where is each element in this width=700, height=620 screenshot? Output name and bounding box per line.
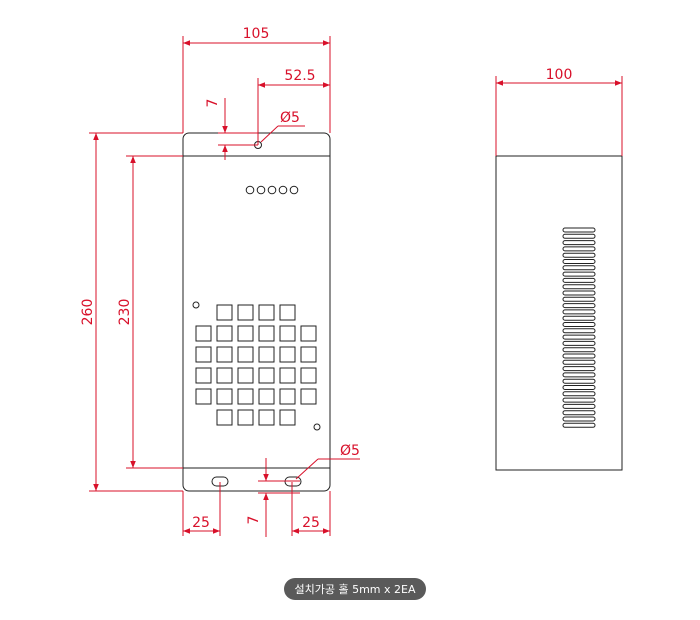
vent-square xyxy=(195,388,212,405)
vent-square xyxy=(216,367,233,384)
side-vent-slot xyxy=(562,372,596,378)
side-vent-slot xyxy=(562,359,596,365)
vent-square xyxy=(300,325,317,342)
vent-square xyxy=(258,388,275,405)
vent-square xyxy=(279,388,296,405)
installation-hole-caption: 설치가공 홀 5mm x 2EA xyxy=(284,578,426,600)
front-view xyxy=(182,132,331,492)
side-vent-slot xyxy=(562,416,596,422)
vent-square xyxy=(237,409,254,426)
dim-bottom-left-offset: 25 xyxy=(192,515,210,531)
side-vent-slot xyxy=(562,347,596,353)
vent-square xyxy=(216,388,233,405)
dim-half-width: 52.5 xyxy=(284,68,315,84)
side-vent-slot xyxy=(562,240,596,246)
side-vent-slot xyxy=(562,290,596,296)
side-ventilation-slots xyxy=(562,227,596,428)
vent-square xyxy=(258,346,275,363)
side-vent-slot xyxy=(562,334,596,340)
side-vent-slot xyxy=(562,385,596,390)
side-vent-slot xyxy=(562,391,596,397)
vent-square xyxy=(258,367,275,384)
side-vent-slot xyxy=(562,328,596,334)
vent-square xyxy=(237,346,254,363)
vent-square xyxy=(279,325,296,342)
grid-locator-hole-bottom xyxy=(313,423,321,431)
vent-square xyxy=(195,325,212,342)
dim-side-depth: 100 xyxy=(546,67,573,83)
side-vent-slot xyxy=(562,378,596,384)
side-vent-slot xyxy=(562,246,596,252)
side-vent-slot xyxy=(562,340,596,346)
vent-square xyxy=(216,304,233,321)
vent-square xyxy=(279,409,296,426)
side-vent-slot xyxy=(562,296,596,302)
vent-square xyxy=(300,346,317,363)
indicator-holes xyxy=(245,185,299,195)
grid-locator-hole-top xyxy=(192,301,200,309)
side-vent-slot xyxy=(562,397,596,403)
vent-square xyxy=(237,304,254,321)
vent-square xyxy=(279,304,296,321)
side-vent-slot xyxy=(562,422,596,428)
front-dimensions: 105 52.5 7 Ø5 260 230 Ø5 25 xyxy=(80,26,360,537)
vent-square xyxy=(258,409,275,426)
dim-bottom-hole-diameter: Ø5 xyxy=(340,443,360,459)
vent-square xyxy=(258,325,275,342)
dim-overall-height: 260 xyxy=(80,299,96,326)
side-vent-slot xyxy=(562,322,596,327)
side-view: 100 xyxy=(495,67,623,471)
side-vent-slot xyxy=(562,366,596,372)
dim-bottom-right-offset: 25 xyxy=(302,515,320,531)
dim-bottom-hole-offset: 7 xyxy=(246,516,262,525)
dim-hole-spacing: 230 xyxy=(117,299,133,326)
side-vent-slot xyxy=(562,227,596,233)
side-vent-slot xyxy=(562,259,596,264)
vent-square xyxy=(279,367,296,384)
side-vent-slot xyxy=(562,315,596,321)
vent-square xyxy=(237,388,254,405)
vent-square xyxy=(195,367,212,384)
side-vent-slot xyxy=(562,265,596,271)
vent-square xyxy=(216,325,233,342)
side-vent-slot xyxy=(562,284,596,290)
vent-square xyxy=(279,346,296,363)
vent-square xyxy=(216,346,233,363)
vent-square xyxy=(237,325,254,342)
side-vent-slot xyxy=(562,252,596,258)
vent-square xyxy=(300,388,317,405)
vent-square xyxy=(216,409,233,426)
vent-square xyxy=(258,304,275,321)
side-panel-outline xyxy=(495,155,623,471)
ventilation-grid xyxy=(195,304,317,426)
side-vent-slot xyxy=(562,233,596,239)
side-vent-slot xyxy=(562,353,596,359)
side-vent-slot xyxy=(562,403,596,409)
vent-square xyxy=(300,367,317,384)
side-vent-slot xyxy=(562,271,596,277)
side-vent-slot xyxy=(562,277,596,283)
dim-top-hole-offset: 7 xyxy=(205,99,221,108)
front-panel-outline xyxy=(182,132,331,492)
side-vent-slot xyxy=(562,303,596,309)
vent-square xyxy=(237,367,254,384)
side-vent-slot xyxy=(562,410,596,416)
vent-square xyxy=(195,346,212,363)
side-vent-slot xyxy=(562,309,596,315)
dim-overall-width: 105 xyxy=(243,26,270,42)
dim-top-hole-diameter: Ø5 xyxy=(280,110,300,126)
